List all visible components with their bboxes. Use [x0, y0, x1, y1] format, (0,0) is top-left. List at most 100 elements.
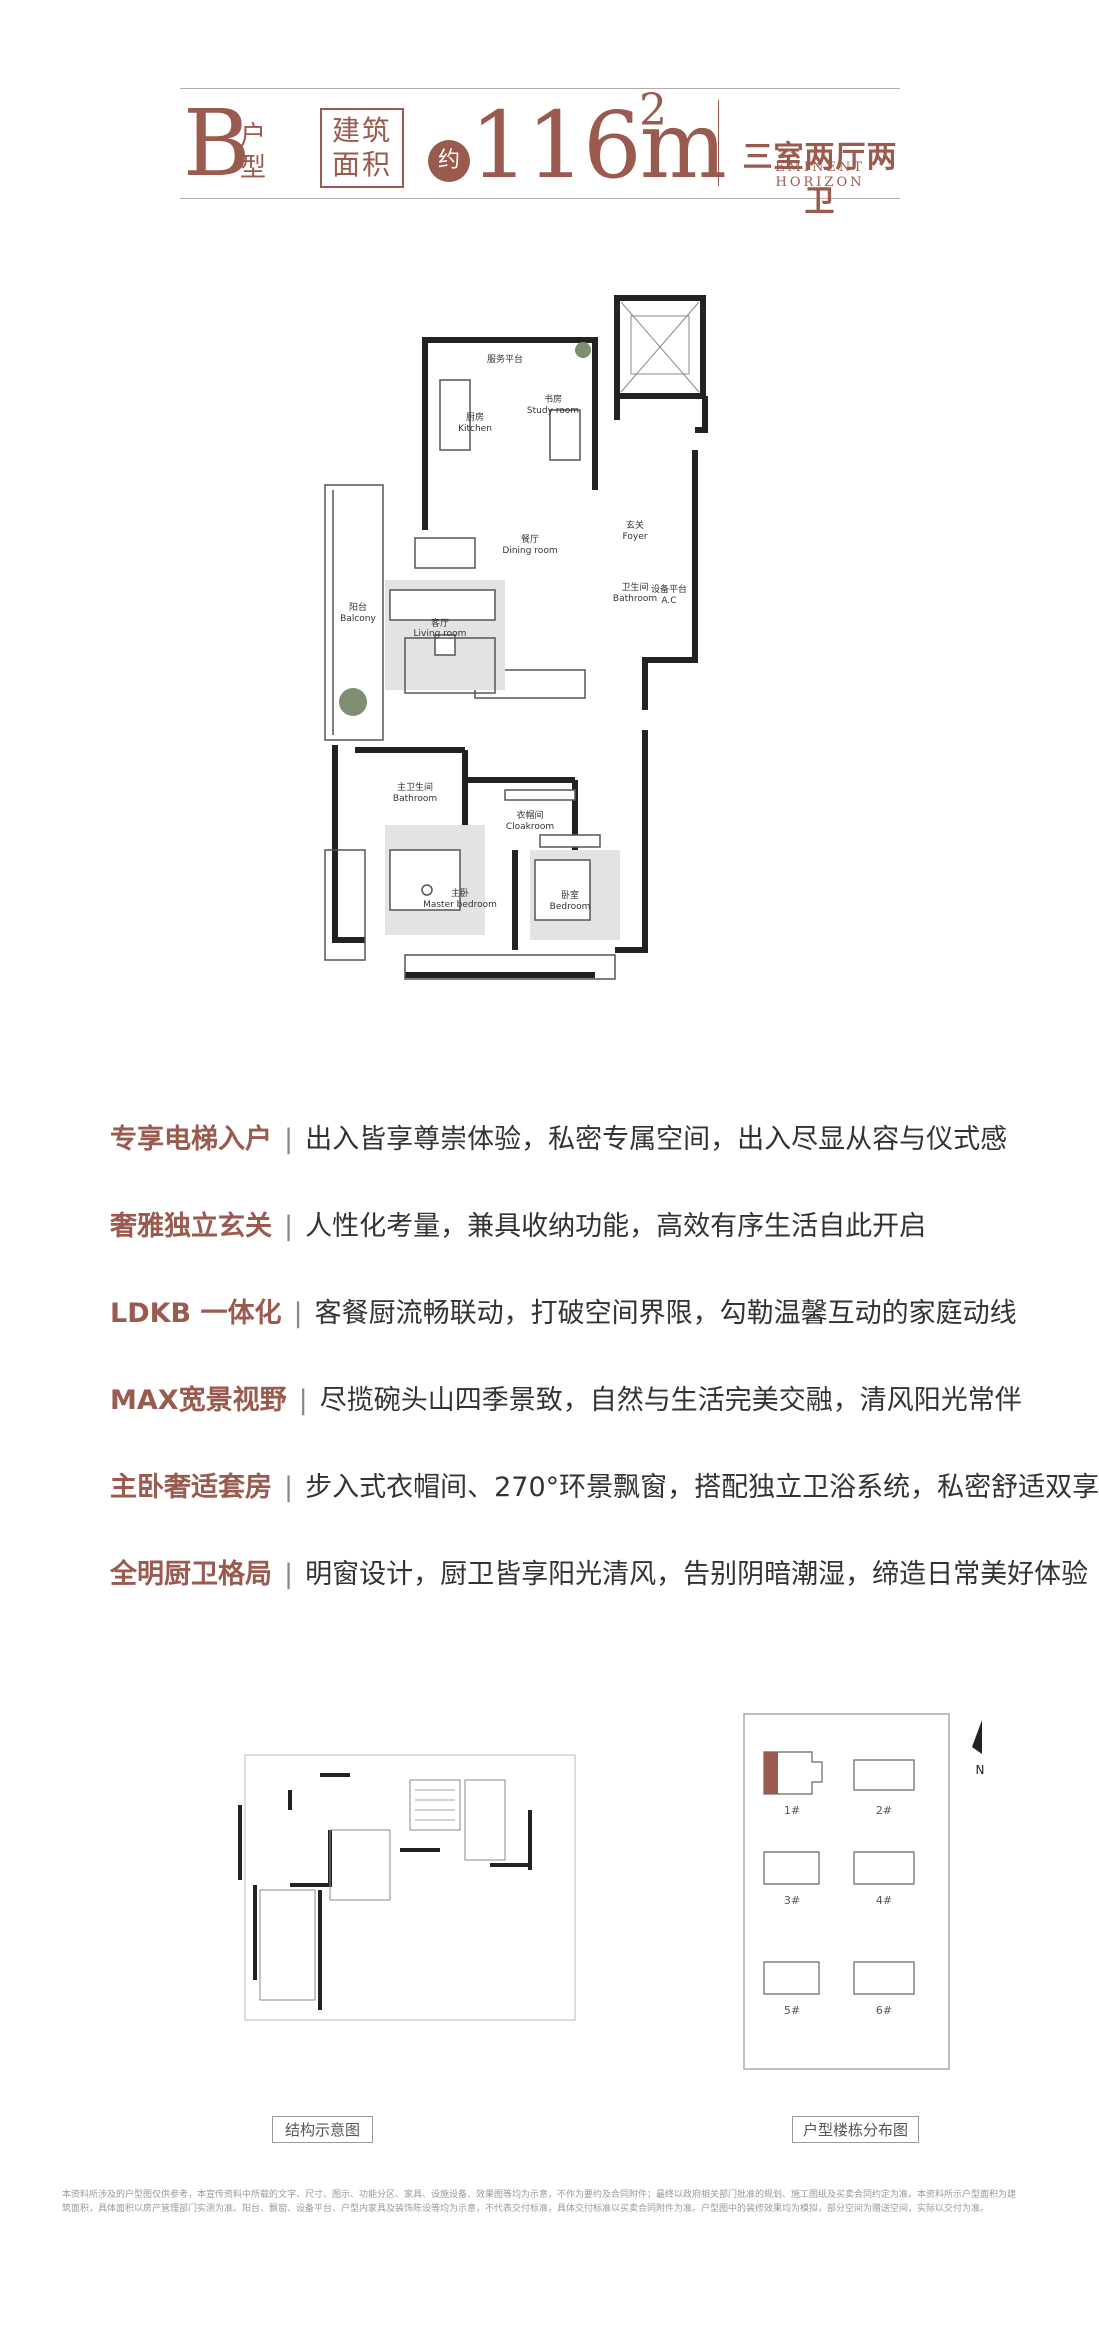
label-study-en: Study room [527, 406, 579, 416]
site-plan: N 1# 2# 3# 4# 5# 6# [743, 1713, 984, 2070]
wall-bed-left [332, 745, 365, 943]
master-bed [389, 849, 461, 911]
header-top-rule [180, 88, 900, 89]
building-label: 1# [784, 1804, 800, 1817]
feature-separator: | [284, 1124, 294, 1155]
feature-title: MAX宽景视野 [110, 1385, 287, 1416]
dining-table [414, 537, 476, 569]
feature-row: LDKB 一体化|客餐厨流畅联动，打破空间界限，勾勒温馨互动的家庭动线 [110, 1291, 1017, 1330]
coffee-table [434, 634, 456, 656]
feature-separator: | [284, 1472, 294, 1503]
disclaimer: 本资料所涉及的户型图仅供参考，本宣传资料中所载的文字、尺寸、图示、功能分区、家具… [62, 2190, 1017, 2214]
feature-desc: 出入皆享尊崇体验，私密专属空间，出入尽显从容与仪式感 [305, 1124, 1008, 1155]
label-dining-cn: 餐厅 [521, 533, 539, 545]
label-master-bed-en: Master bedroom [423, 900, 497, 910]
lamp-left [421, 884, 433, 896]
label-cloak-en: Cloakroom [506, 822, 554, 832]
approx-badge: 约 [428, 140, 470, 182]
building-6 [853, 1961, 915, 1995]
area-label: 建筑面积 [320, 108, 404, 188]
building-label: 5# [784, 2004, 800, 2017]
feature-desc: 人性化考量，兼具收纳功能，高效有序生活自此开启 [305, 1211, 927, 1242]
balcony-outline [324, 484, 384, 741]
wall-east [642, 450, 698, 710]
building-label: 2# [876, 1804, 892, 1817]
elevator-cab [630, 315, 690, 375]
header-divider [718, 100, 719, 186]
label-foyer-en: Foyer [623, 532, 648, 542]
feature-desc: 步入式衣帽间、270°环景飘窗，搭配独立卫浴系统，私密舒适双享 [305, 1472, 1099, 1503]
elevator-shaft [614, 295, 706, 399]
study-desk [549, 409, 581, 461]
feature-separator: | [284, 1559, 294, 1590]
bay-window-bottom [404, 954, 616, 980]
feature-row: 专享电梯入户 | 出入皆享尊崇体验，私密专属空间，出入尽显从容与仪式感 [110, 1117, 1007, 1156]
label-living-cn: 客厅 [431, 617, 449, 629]
area-value: 116m [470, 92, 727, 199]
building-2 [853, 1759, 915, 1791]
feature-title: LDKB 一体化 [110, 1298, 282, 1329]
feature-row: 奢雅独立玄关|人性化考量，兼具收纳功能，高效有序生活自此开启 [110, 1204, 926, 1243]
label-kitchen-en: Kitchen [458, 424, 492, 434]
building-4 [853, 1851, 915, 1885]
label-bedroom-en: Bedroom [550, 902, 591, 912]
wall-east-lower [615, 730, 648, 953]
living-rug-border [404, 637, 496, 694]
header-bottom-rule [180, 198, 900, 199]
label-ac-en: A.C [661, 596, 676, 606]
label-balcony-cn: 阳台 [349, 601, 367, 613]
feature-row: 主卧奢适套房 | 步入式衣帽间、270°环景飘窗，搭配独立卫浴系统，私密舒适双享 [110, 1465, 1099, 1504]
siteplan-caption: 户型楼栋分布图 [792, 2116, 920, 2143]
label-living-en: Living room [414, 629, 467, 639]
area-unit-superscript: 2 [639, 85, 667, 136]
feature-title: 全明厨卫格局 [110, 1559, 272, 1590]
structure-core [329, 1829, 391, 1901]
plant-balcony [339, 688, 367, 716]
elevator-cross-b [620, 301, 700, 393]
building-1-highlight [764, 1752, 778, 1794]
label-cloak-cn: 衣帽间 [516, 809, 543, 821]
structure-frame [244, 1754, 576, 2021]
feature-title: 专享电梯入户 [110, 1124, 272, 1155]
feature-row: 全明厨卫格局 | 明窗设计，厨卫皆享阳光清风，告别阴暗潮湿，缔造日常美好体验 [110, 1552, 1088, 1591]
structure-shaft [464, 1779, 506, 1861]
site-frame [743, 1713, 950, 2070]
building-label: 6# [876, 2004, 892, 2017]
structure-wall [290, 1830, 332, 1887]
building-3 [763, 1851, 820, 1885]
label-master-bath-en: Bathroom [393, 794, 437, 804]
unit-type-letter: B [183, 90, 251, 197]
kitchen-counter [439, 379, 471, 451]
wardrobe-rail [504, 789, 576, 801]
structure-stair [409, 1779, 461, 1831]
feature-separator: | [293, 1298, 303, 1329]
feature-desc: 尽揽碗头山四季景致，自然与生活完美交融，清风阳光常伴 [319, 1385, 1022, 1416]
building-label: 4# [876, 1894, 892, 1907]
unit-type-label: 户型 [240, 121, 267, 183]
label-bedroom-cn: 卧室 [561, 889, 579, 901]
feature-separator: | [298, 1385, 308, 1416]
north-arrow-icon [972, 1720, 982, 1754]
label-balcony-en: Balcony [340, 614, 376, 624]
label-kitchen-cn: 厨房 [466, 411, 484, 423]
label-bathroom-en: Bathroom [613, 594, 657, 604]
structure-caption: 结构示意图 [272, 2116, 374, 2143]
bedroom-bed [534, 859, 591, 921]
label-dining-en: Dining room [502, 546, 557, 556]
feature-desc: 明窗设计，厨卫皆享阳光清风，告别阴暗潮湿，缔造日常美好体验 [305, 1559, 1089, 1590]
structure-room [259, 1889, 316, 2001]
feature-row: MAX宽景视野 | 尽揽碗头山四季景致，自然与生活完美交融，清风阳光常伴 [110, 1378, 1022, 1417]
label-master-bath-cn: 主卫生间 [397, 781, 433, 793]
label-ac-cn: 设备平台 [651, 583, 687, 595]
wall-elevator-right [695, 396, 708, 433]
layout-name: 三室两厅两卫 [742, 140, 898, 219]
feature-title: 奢雅独立玄关 [110, 1211, 272, 1242]
sofa [389, 589, 496, 621]
building-label: 3# [784, 1894, 800, 1907]
building-5 [763, 1961, 820, 1995]
feature-title: 主卧奢适套房 [110, 1472, 272, 1503]
floor-plan: 服务平台 厨房 Kitchen 书房 Study room 玄关 Foyer 餐… [324, 295, 708, 980]
bedroom-wardrobe [539, 834, 601, 848]
label-service-balcony: 服务平台 [487, 353, 523, 365]
label-study-cn: 书房 [544, 393, 562, 405]
